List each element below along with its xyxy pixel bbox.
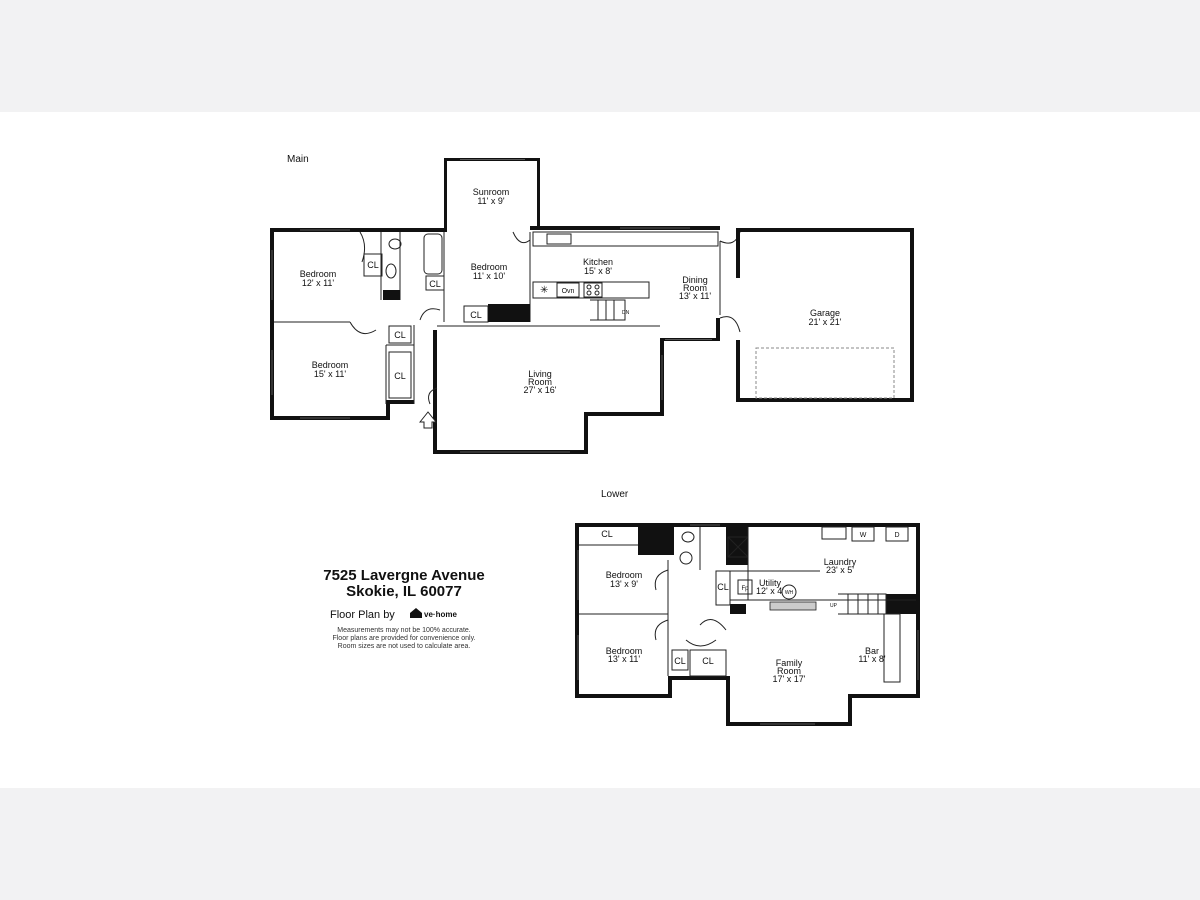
garage-dims: 21' x 21' <box>809 317 842 327</box>
bedroom-dims: 12' x 11' <box>302 278 335 288</box>
bar-counter <box>883 613 901 683</box>
disclaimer-line-3: Room sizes are not used to calculate are… <box>338 643 471 650</box>
utility-name: Utility <box>759 578 781 588</box>
bar-dims: 11' x 8' <box>858 654 886 664</box>
kitchen-sink-icon <box>546 233 572 245</box>
cooktop-icon <box>583 282 603 298</box>
living-dims: 27' x 16' <box>524 385 557 395</box>
water-heater-icon <box>781 584 797 600</box>
garage-name: Garage <box>810 308 840 318</box>
stairs-up <box>838 593 887 615</box>
stairs-up-label: UP <box>830 603 838 609</box>
house-logo-icon <box>410 608 422 618</box>
closet-label: CL <box>429 279 441 289</box>
entry-arrow-icon <box>418 411 438 429</box>
lower-floor-plan: Lower W <box>575 489 920 726</box>
laundry-dims: 23' x 5' <box>826 565 854 575</box>
fireplace-label: Fp <box>741 586 749 592</box>
bedroom-name: Bedroom <box>606 646 643 656</box>
main-section-label: Main <box>287 154 309 165</box>
closet-label: CL <box>470 310 482 320</box>
closet-label: CL <box>702 656 714 666</box>
sunroom-dims: 11' x 9' <box>477 196 505 206</box>
bedroom-name: Bedroom <box>606 570 643 580</box>
water-heater-label: WH <box>785 590 794 596</box>
laundry-name: Laundry <box>824 557 857 567</box>
bedroom-name: Bedroom <box>300 269 337 279</box>
sink-icon <box>679 551 693 565</box>
fan-icon: ✳ <box>540 285 548 296</box>
main-floor-plan: Main Sunroom 11' x 9' <box>270 154 914 454</box>
floorplan-by-label: Floor Plan by <box>330 609 395 621</box>
dryer-label: D <box>894 532 899 539</box>
utility-dims: 12' x 4' <box>756 586 784 596</box>
shower-icon <box>727 536 749 558</box>
sink-icon <box>385 263 397 279</box>
stairs-down <box>590 299 626 321</box>
address-block: 7525 Lavergne Avenue Skokie, IL 60077 Fl… <box>323 567 484 650</box>
oven-label: Ovn <box>562 288 575 295</box>
address-line-2: Skokie, IL 60077 <box>346 583 462 600</box>
bar-name: Bar <box>865 646 879 656</box>
family-dims: 17' x 17' <box>773 674 806 684</box>
garage: Garage 21' x 21' <box>736 228 914 402</box>
garage-door-outline <box>755 347 895 399</box>
living-name-2: Room <box>528 377 552 387</box>
kitchen-name: Kitchen <box>583 257 613 267</box>
sunroom-name: Sunroom <box>473 187 510 197</box>
laundry-sink-icon <box>821 526 847 540</box>
lower-section-label: Lower <box>601 489 629 500</box>
closet-label: CL <box>674 656 686 666</box>
disclaimer-line-2: Floor plans are provided for convenience… <box>332 635 475 642</box>
address-line-1: 7525 Lavergne Avenue <box>323 567 484 584</box>
bedroom-dims: 13' x 9' <box>610 579 638 589</box>
floor-plan-drawing: Main Sunroom 11' x 9' <box>270 154 920 726</box>
bedroom-name: Bedroom <box>312 360 349 370</box>
stairs-dn-label: DN <box>622 310 630 316</box>
disclaimer-line-1: Measurements may not be 100% accurate. <box>337 627 471 634</box>
sunroom: Sunroom 11' x 9' <box>444 158 540 232</box>
bathtub-icon <box>423 233 443 275</box>
toilet-icon <box>681 531 695 543</box>
dining-name: Dining <box>682 275 708 285</box>
kitchen-dims: 15' x 8' <box>584 266 612 276</box>
dining-dims: 13' x 11' <box>679 291 712 301</box>
bedroom-dims: 15' x 11' <box>314 369 347 379</box>
closet-label: CL <box>394 330 406 340</box>
bedroom-dims: 13' x 11' <box>608 654 641 664</box>
dining-name-2: Room <box>683 283 707 293</box>
floor-plan-canvas: Main Sunroom 11' x 9' <box>0 112 1200 788</box>
living-name: Living <box>528 369 552 379</box>
bedroom-name: Bedroom <box>471 262 508 272</box>
family-name-2: Room <box>777 666 801 676</box>
brand-logo: ve·home <box>424 610 457 619</box>
washer-label: W <box>860 532 867 539</box>
bedroom-dims: 11' x 10' <box>473 271 506 281</box>
closet-label: CL <box>717 582 729 592</box>
hearth-block <box>769 601 817 611</box>
toilet-icon <box>388 238 402 250</box>
family-name: Family <box>776 658 803 668</box>
closet-label: CL <box>367 260 379 270</box>
closet-label: CL <box>601 529 613 539</box>
closet-label: CL <box>394 371 406 381</box>
fireplace-block <box>488 304 530 322</box>
